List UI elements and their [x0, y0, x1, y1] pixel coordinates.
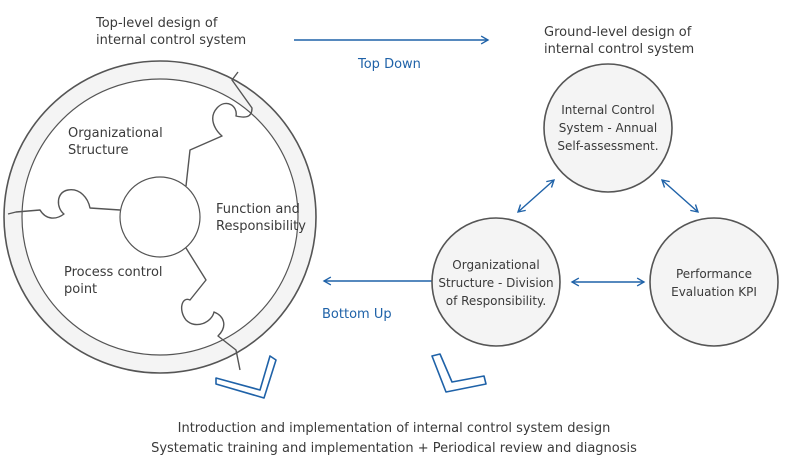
chevron-left-icon: [215, 355, 277, 399]
internal-control-line1: Internal Control: [561, 103, 655, 117]
puzzle-seam-left: [7, 189, 121, 219]
performance-line2: Evaluation KPI: [671, 285, 757, 299]
org-division-line3: of Responsibility.: [445, 294, 547, 308]
top-left-heading-line1: Top-level design of: [96, 16, 218, 31]
puzzle-hub: [119, 176, 201, 258]
internal-control-line3: Self-assessment.: [557, 139, 659, 153]
top-left-heading: Top-level design of internal control sys…: [96, 15, 316, 49]
top-down-label: Top Down: [358, 57, 421, 72]
org-structure-line1: Organizational: [68, 126, 163, 141]
puzzle-seam-top: [185, 71, 253, 187]
puzzle-circle: [3, 60, 317, 374]
bottom-up-label: Bottom Up: [322, 307, 392, 322]
performance-circle: [649, 217, 779, 347]
org-division-line2: Structure - Division: [438, 276, 554, 290]
top-right-heading-line1: Ground-level design of: [544, 25, 692, 40]
performance-label: Performance Evaluation KPI: [650, 265, 778, 301]
process-control-line1: Process control: [64, 265, 163, 280]
process-control-label: Process control point: [64, 264, 163, 298]
internal-control-label: Internal Control System - Annual Self-as…: [544, 101, 672, 155]
arrow-ic-perf: [660, 179, 700, 213]
top-left-heading-line2: internal control system: [96, 33, 247, 48]
top-right-heading: Ground-level design of internal control …: [544, 24, 764, 58]
puzzle-seam-bottom: [180, 247, 241, 371]
org-division-circle: [431, 217, 561, 347]
internal-control-circle: [543, 63, 673, 193]
footer-line2: Systematic training and implementation +…: [151, 441, 637, 456]
top-right-heading-line2: internal control system: [544, 42, 695, 57]
internal-control-line2: System - Annual: [558, 121, 658, 135]
arrow-ic-org: [516, 179, 556, 213]
org-structure-line2: Structure: [68, 143, 129, 158]
org-division-line1: Organizational: [452, 258, 540, 272]
function-resp-line2: Responsibility: [216, 219, 306, 234]
org-structure-label: Organizational Structure: [68, 125, 163, 159]
chevron-right-icon: [431, 353, 487, 393]
function-resp-line1: Function and: [216, 202, 300, 217]
function-resp-label: Function and Responsibility: [216, 201, 306, 235]
org-division-label: Organizational Structure - Division of R…: [432, 256, 560, 310]
footer-line1: Introduction and implementation of inter…: [177, 421, 611, 436]
process-control-line2: point: [64, 282, 98, 297]
performance-line1: Performance: [675, 267, 753, 281]
